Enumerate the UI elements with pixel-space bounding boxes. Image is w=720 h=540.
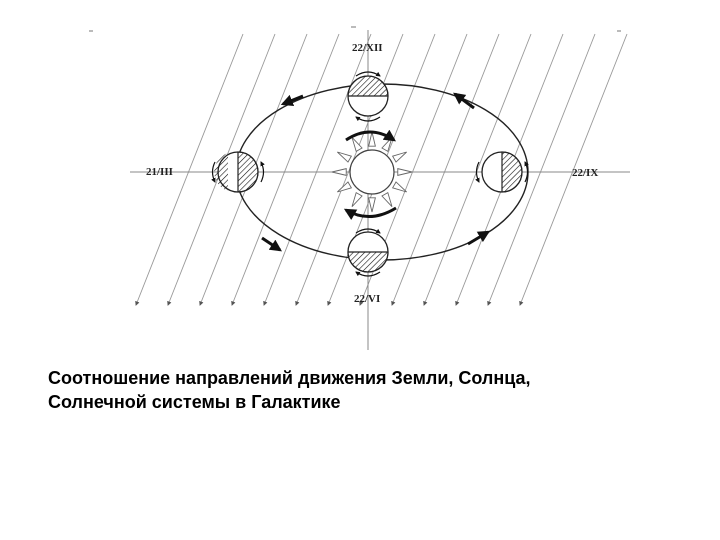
galactic-line-10 [423,33,532,306]
sun-ray [397,168,413,176]
earth-march [211,151,265,193]
earth-december [347,71,389,122]
caption-line-2: Солнечной системы в Галактике [48,392,341,412]
orbit-arrow-top-right [453,92,475,110]
galactic-line-5 [263,33,372,306]
caption: Соотношение направлений движения Земли, … [48,366,694,414]
label-22-ix: 22/IX [572,167,598,179]
sun-ray [391,181,407,193]
sun-ray [337,181,353,193]
sun-ray [381,191,393,207]
orbit-arrow-top-left [280,94,304,107]
label-21-iii: 21/III [146,166,173,178]
orbit-diagram: 22/XII 22/VI 21/III 22/IX [89,26,630,350]
sun-ray [351,191,363,207]
galactic-line-12 [487,33,596,306]
galactic-motion-lines [135,33,628,306]
caption-line-1: Соотношение направлений движения Земли, … [48,368,531,388]
earth-june [347,228,389,277]
sun-rotation-arrow-bottom [343,206,397,221]
sun-ray [337,151,353,163]
sun-ray [391,151,407,163]
sun-ray [368,197,376,213]
galactic-line-9 [391,33,500,306]
sun-rotation-arrow-top [345,129,396,142]
orbit-arrow-bottom-left [261,236,282,252]
earth-september [475,151,529,193]
label-22-vi: 22/VI [354,293,380,305]
sun [331,131,413,213]
orbit-arrow-bottom-right [467,230,491,246]
sun-ray [368,131,376,147]
galactic-line-1 [135,33,244,306]
galactic-line-6 [295,33,404,306]
label-22-xii: 22/XII [352,42,383,54]
sun-ray [351,137,363,153]
sun-ray [331,168,347,176]
galactic-line-13 [519,33,628,306]
galactic-line-4 [231,33,340,306]
